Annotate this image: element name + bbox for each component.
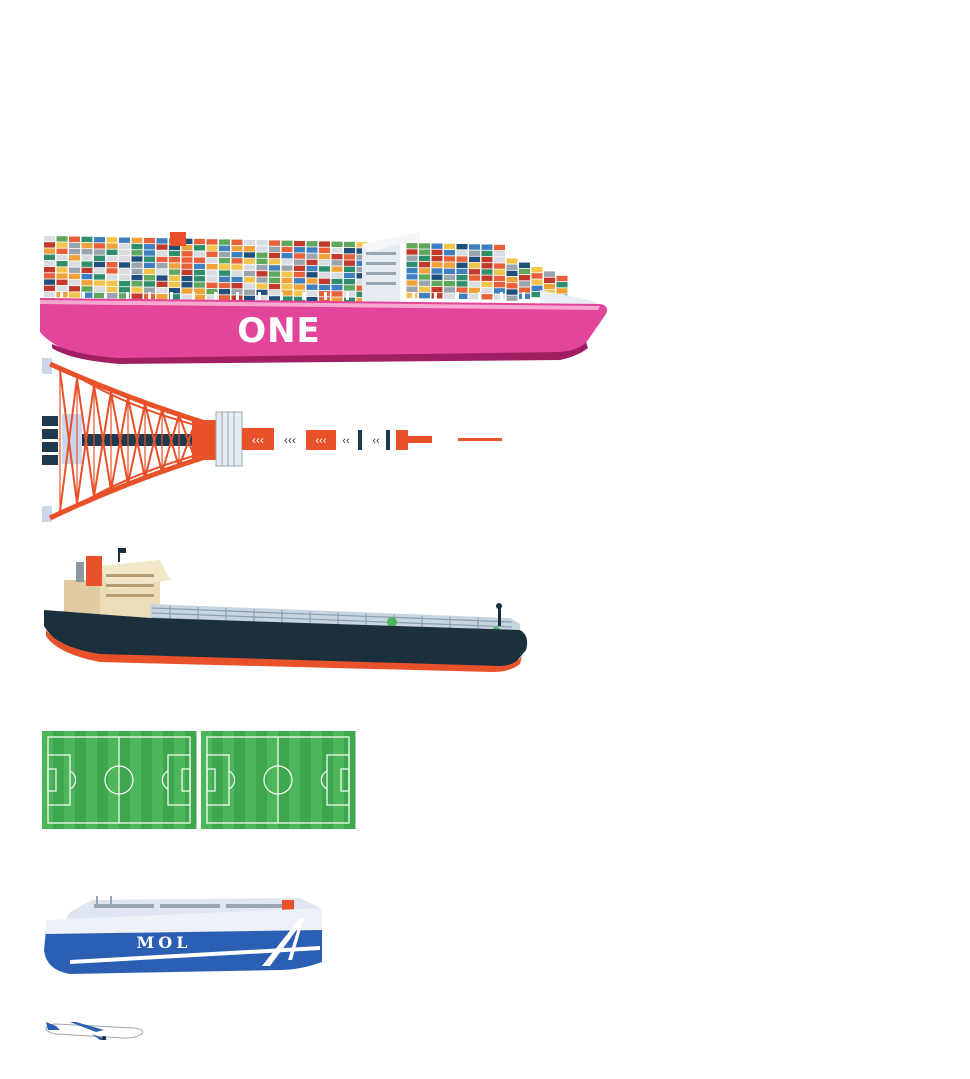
container-stacks (43, 236, 568, 304)
tanker-superstructure (64, 548, 170, 618)
football-fields (42, 731, 356, 829)
tower-foundation-pad (42, 358, 52, 374)
container-ship-hull (40, 298, 608, 362)
tower-upper-section (242, 428, 274, 450)
tanker-flag (120, 548, 126, 553)
svg-text:‹‹‹: ‹‹‹ (316, 435, 327, 447)
car-carrier-upper-band (46, 908, 322, 934)
tower-main-deck (192, 420, 216, 460)
car-carrier-stripe (70, 946, 320, 964)
svg-text:‹‹: ‹‹ (372, 435, 380, 447)
airplane-wing (70, 1022, 104, 1032)
tanker-hull (44, 610, 528, 668)
football-field (42, 731, 197, 829)
tower-foundation-pad (42, 506, 52, 522)
car-carrier-stripe-emblem (262, 918, 304, 966)
airplane-tail (46, 1022, 60, 1030)
container-ship-bridge (170, 232, 420, 304)
car-carrier-hull-logo: MOL (137, 933, 192, 952)
tower-base-blocks (42, 416, 58, 465)
tower-upper-chevrons: ‹‹‹ (252, 433, 264, 447)
tanker (44, 548, 528, 672)
football-field (201, 731, 356, 829)
tower-antenna (408, 436, 432, 443)
tower-spire-chevrons: ‹‹‹ (284, 433, 296, 447)
container-ship: ONE (40, 232, 608, 364)
tower-lattice-braces (59, 370, 214, 512)
tower-antenna-block (396, 430, 408, 450)
tanker-waterline (46, 630, 522, 672)
svg-text:‹‹: ‹‹ (342, 435, 350, 447)
tower-antenna-tip (458, 438, 502, 441)
airplane (45, 1022, 144, 1040)
tower: ‹‹‹ ‹‹‹ ‹‹‹ ‹‹ ‹‹ (42, 358, 502, 522)
tower-observatory (215, 411, 243, 467)
tanker-funnel (86, 556, 102, 586)
tower-top-deck (306, 430, 336, 450)
container-ship-hull-logo: ONE (237, 311, 321, 351)
car-carrier: MOL (44, 896, 322, 974)
